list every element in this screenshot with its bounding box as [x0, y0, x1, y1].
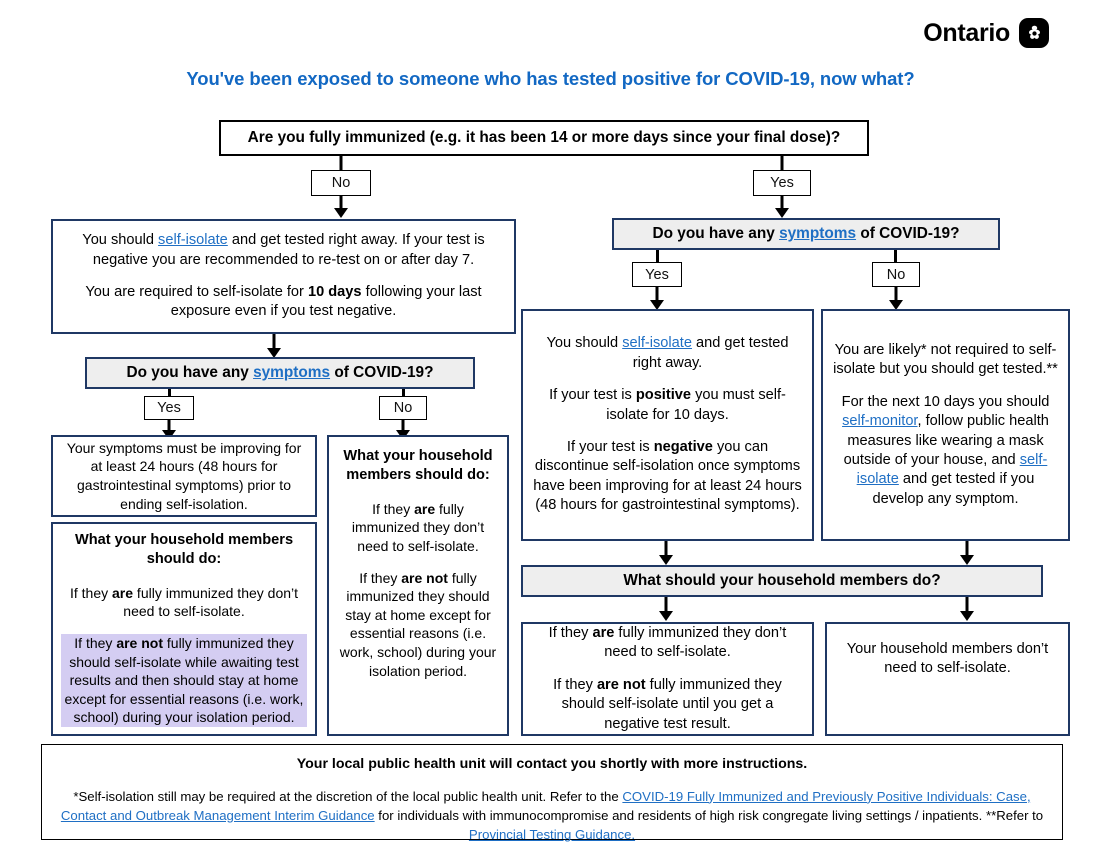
mid-paragraph-2: If your test is positive you must self-i…: [549, 387, 786, 423]
right-paragraph-1: You are likely* not required to self-iso…: [833, 341, 1058, 378]
question-symptoms-left: Do you have any symptoms of COVID-19?: [85, 357, 475, 389]
connector-household-bar-to-right-result: [956, 597, 978, 621]
interim-guidance-link[interactable]: COVID-19 Fully Immunized and Previously …: [60, 788, 1031, 823]
box-household-result-no-isolation: Your household members don’t need to sel…: [825, 622, 1070, 736]
self-isolate-link[interactable]: self-isolate: [158, 232, 228, 249]
label-yes-symptoms-right: Yes: [632, 262, 682, 287]
left-household-paragraph-1: If they are fully immunized they don’t n…: [69, 584, 299, 620]
connector-household-bar-to-left-result: [655, 597, 677, 621]
bottom-mid-paragraph-2: If they are not fully immunized they sho…: [553, 676, 782, 732]
left-no-paragraph-1: If they are fully immunized they don’t n…: [351, 500, 485, 555]
connector-yes-to-symptoms-right: [771, 196, 793, 218]
left-advice-paragraph-1: You should self-isolate and get tested r…: [82, 232, 485, 268]
box-left-symptoms-improving: Your symptoms must be improving for at l…: [51, 435, 317, 517]
connector-immunized-to-no: [330, 156, 352, 170]
box-right-yes-advice: You should self-isolate and get tested r…: [521, 309, 814, 541]
label-yes-symptoms-left: Yes: [144, 396, 194, 420]
connector-symptoms-left-yes-stem: [168, 389, 171, 398]
connector-yes-right-to-box: [646, 287, 668, 310]
label-no-symptoms-right: No: [872, 262, 920, 287]
question-symptoms-right: Do you have any symptoms of COVID-19?: [612, 218, 1000, 250]
self-monitor-link[interactable]: self-monitor: [842, 413, 918, 430]
connector-no-right-to-box: [885, 287, 907, 310]
label-no-immunized: No: [311, 170, 371, 196]
footer-disclaimer: *Self-isolation still may be required at…: [60, 788, 1044, 842]
bottom-mid-paragraph-1: If they are fully immunized they don’t n…: [548, 624, 787, 661]
box-left-advice: You should self-isolate and get tested r…: [51, 219, 516, 334]
label-yes-immunized: Yes: [753, 170, 811, 196]
symptoms-link-left[interactable]: symptoms: [253, 363, 331, 381]
connector-right-to-household-bar: [956, 541, 978, 565]
self-isolate-link-right[interactable]: self-isolate: [856, 451, 1048, 488]
bottom-right-paragraph: Your household members don’t need to sel…: [846, 641, 1049, 677]
left-no-heading: What your household members should do:: [343, 448, 493, 484]
question-fully-immunized: Are you fully immunized (e.g. it has bee…: [219, 120, 869, 156]
box-household-result-immunized: If they are fully immunized they don’t n…: [521, 622, 814, 736]
box-right-no-advice: You are likely* not required to self-iso…: [821, 309, 1070, 541]
footer-note: Your local public health unit will conta…: [41, 744, 1063, 842]
symptoms-link-right[interactable]: symptoms: [779, 224, 857, 242]
left-household-heading: What your household members should do:: [74, 531, 294, 568]
box-left-household-members: What your household members should do: I…: [51, 522, 317, 736]
connector-mid-to-household-bar: [655, 541, 677, 565]
connector-symptoms-right-no-stem: [894, 250, 897, 262]
mid-paragraph-3: If your test is negative you can discont…: [533, 439, 802, 514]
connector-symptoms-left-no-stem: [402, 389, 405, 398]
label-no-symptoms-left: No: [379, 396, 427, 420]
brand-wordmark: Ontario: [923, 18, 1010, 47]
left-no-paragraph-2: If they are not fully immunized they sho…: [339, 569, 497, 679]
connector-symptoms-right-yes-stem: [656, 250, 659, 262]
connector-no-to-left-advice: [330, 196, 352, 218]
box-left-no-household-members: What your household members should do: I…: [327, 435, 509, 736]
ontario-trillium-icon: [1019, 18, 1049, 48]
page-title: You've been exposed to someone who has t…: [186, 68, 915, 89]
self-isolate-link-mid[interactable]: self-isolate: [622, 335, 692, 352]
left-household-paragraph-2-highlighted: If they are not fully immunized they sho…: [61, 634, 307, 728]
connector-immunized-to-yes: [771, 156, 793, 170]
question-household-members: What should your household members do?: [521, 565, 1043, 597]
provincial-testing-guidance-link[interactable]: Provincial Testing Guidance.: [468, 826, 636, 842]
ontario-brand: Ontario: [923, 18, 1049, 48]
mid-paragraph-1: You should self-isolate and get tested r…: [546, 335, 789, 371]
right-paragraph-2: For the next 10 days you should self-mon…: [841, 393, 1050, 507]
footer-headline: Your local public health unit will conta…: [296, 756, 808, 772]
left-advice-paragraph-2: You are required to self-isolate for 10 …: [85, 284, 482, 320]
connector-left-advice-to-symptoms: [263, 334, 285, 358]
